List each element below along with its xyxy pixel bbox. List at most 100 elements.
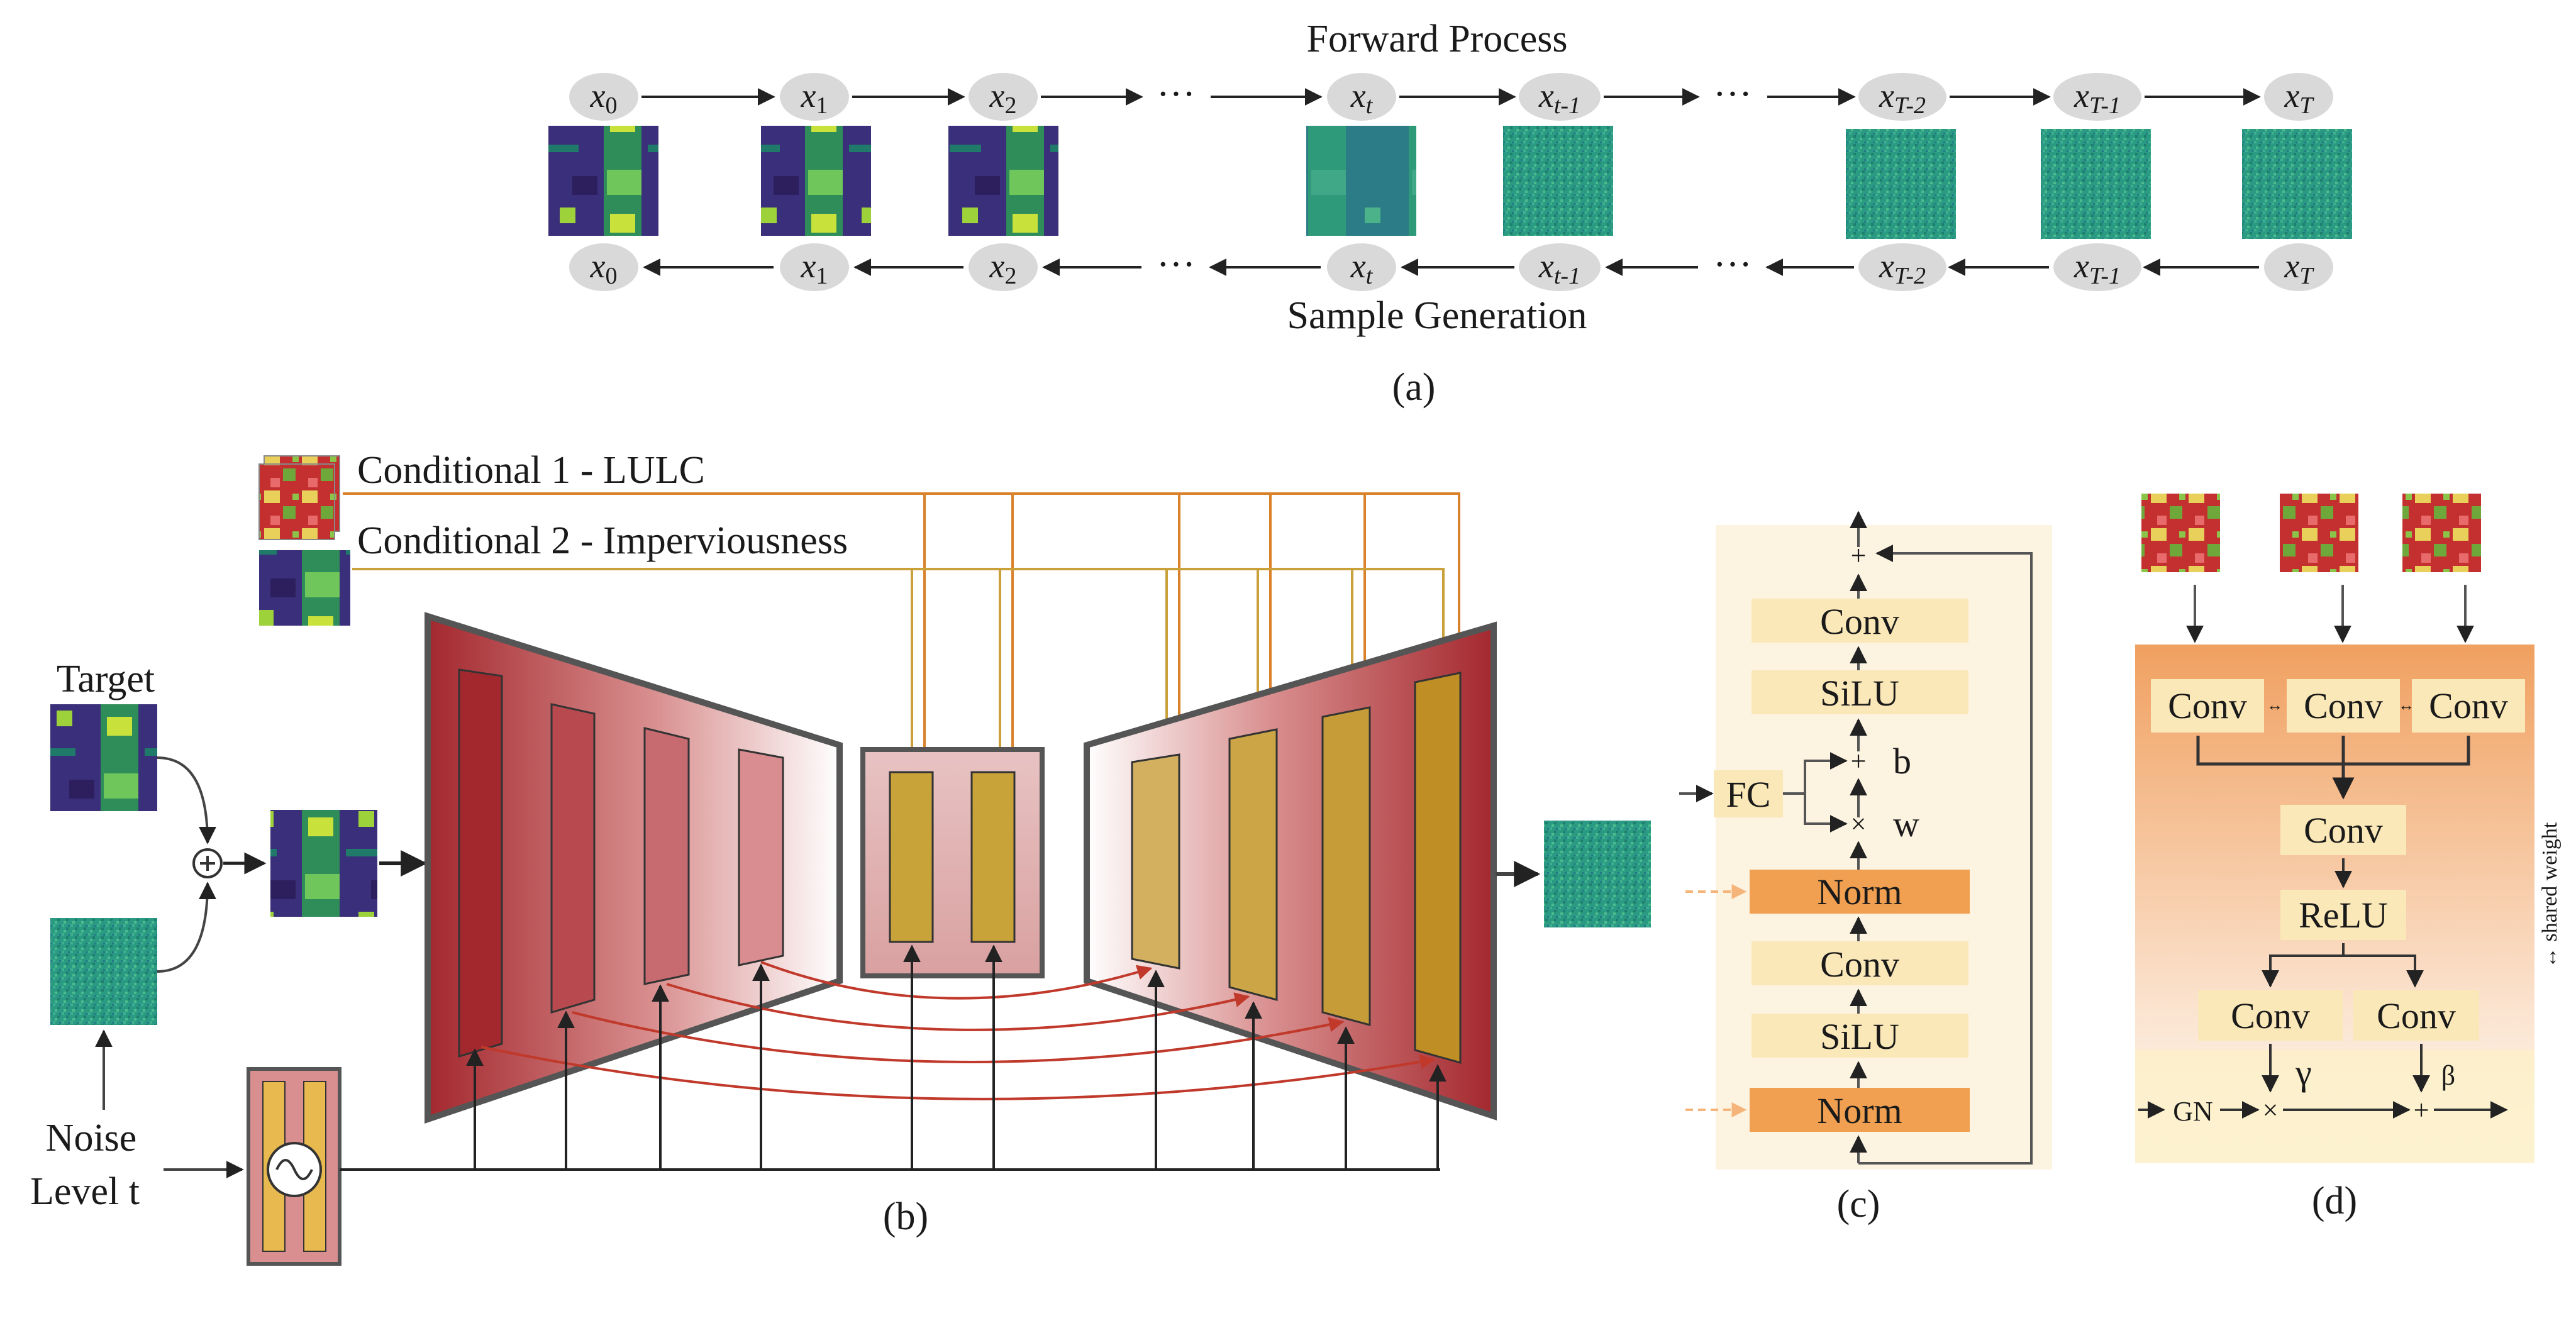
image-xT-1 bbox=[2041, 129, 2151, 239]
noise-image bbox=[50, 918, 157, 1025]
encoder-block bbox=[738, 748, 784, 966]
lulc-input-thumbnail bbox=[2141, 494, 2220, 572]
node-x0-reverse bbox=[569, 243, 638, 291]
node-xT-forward bbox=[2264, 73, 2333, 121]
conv-label: Conv bbox=[2168, 685, 2247, 726]
node-xT-1-forward bbox=[2053, 73, 2141, 121]
node-xT-reverse bbox=[2264, 243, 2333, 291]
node-xT-1-label: xT-1 bbox=[2074, 247, 2121, 289]
conv-block bbox=[1752, 941, 1968, 985]
w-label: w bbox=[1893, 804, 1919, 844]
node-x1-reverse bbox=[780, 243, 849, 291]
image-xT bbox=[2242, 129, 2352, 239]
encoder-block bbox=[550, 703, 596, 1014]
conv-label: Conv bbox=[1820, 601, 1899, 642]
noise-level-label-line2: Level t bbox=[30, 1170, 140, 1213]
conv-label: Conv bbox=[2429, 685, 2508, 726]
panel-a: Forward Process Sample Generation (a) x0… bbox=[548, 18, 2352, 409]
conv-block bbox=[2287, 679, 2400, 733]
decoder-block bbox=[1228, 728, 1278, 1001]
norm-block bbox=[1750, 1088, 1970, 1132]
conv-label: Conv bbox=[2377, 995, 2456, 1036]
caption-a: (a) bbox=[1392, 366, 1436, 409]
caption-c: (c) bbox=[1837, 1183, 1880, 1226]
node-x0-forward bbox=[569, 73, 638, 121]
lulc-thumbnail bbox=[258, 463, 335, 540]
skip-connections bbox=[480, 961, 1436, 1100]
ellipsis: ··· bbox=[1157, 73, 1196, 116]
forward-process-title: Forward Process bbox=[1307, 18, 1568, 60]
ellipsis: ··· bbox=[1713, 73, 1752, 116]
conv-block bbox=[2198, 990, 2343, 1041]
image-xT-2 bbox=[1846, 129, 1956, 239]
node-xt-1-reverse bbox=[1519, 243, 1601, 291]
encoder-block bbox=[458, 668, 503, 1058]
encoder-block bbox=[643, 727, 690, 985]
node-xt-forward bbox=[1327, 73, 1396, 121]
imperviousness-thumbnail bbox=[259, 550, 350, 626]
fc-block bbox=[1714, 770, 1783, 817]
relu-block bbox=[2280, 890, 2406, 940]
shared-weight-label: ↔ shared weight bbox=[2538, 822, 2562, 968]
reverse-chain: x0 x1 x2 xt xt-1 xT-2 xT-1 xT ··· ··· bbox=[569, 243, 2333, 291]
lulc-input-thumbnail bbox=[2402, 494, 2481, 572]
decoder-block bbox=[1131, 753, 1180, 970]
panel-c: + Conv SiLU + b × w FC Norm Conv SiLU No… bbox=[1679, 511, 2052, 1226]
image-xt bbox=[1306, 126, 1416, 236]
bottleneck-block bbox=[889, 771, 934, 943]
decoder-block bbox=[1414, 672, 1462, 1064]
unet-encoder bbox=[425, 612, 843, 1124]
lulc-input-thumbnail bbox=[2280, 494, 2358, 572]
conv-block bbox=[2353, 990, 2479, 1041]
noise-level-label-line1: Noise bbox=[46, 1117, 137, 1159]
ellipsis: ··· bbox=[1157, 243, 1196, 286]
conditional-1-label: Conditional 1 - LULC bbox=[357, 449, 705, 492]
conv-block bbox=[2151, 679, 2264, 733]
node-x2-reverse bbox=[969, 243, 1038, 291]
node-xT-1-reverse bbox=[2053, 243, 2141, 291]
norm-label: Norm bbox=[1817, 872, 1902, 912]
image-xt-1 bbox=[1503, 126, 1613, 236]
gamma-label: γ bbox=[2295, 1052, 2312, 1093]
conv-label: Conv bbox=[2304, 810, 2383, 851]
conv-label: Conv bbox=[2304, 685, 2383, 726]
node-xT-2-reverse bbox=[1858, 243, 1946, 291]
node-x1-forward bbox=[780, 73, 849, 121]
node-x0-label: x0 bbox=[590, 247, 618, 289]
node-xt-1-forward bbox=[1519, 73, 1601, 121]
node-xt-reverse bbox=[1327, 243, 1396, 291]
panel-b: Conditional 1 - LULC Conditional 2 - Imp… bbox=[30, 449, 1651, 1266]
conv-label: Conv bbox=[2231, 995, 2310, 1036]
panel-d: Conv Conv Conv ↔ ↔ Conv ReLU Conv Conv γ… bbox=[2135, 494, 2562, 1222]
conv-block bbox=[2280, 805, 2406, 855]
b-label: b bbox=[1893, 741, 1911, 782]
forward-chain: x0 x1 x2 xt xt-1 xT-2 xT-1 xT ··· ··· bbox=[569, 73, 2333, 121]
silu-block bbox=[1752, 670, 1968, 714]
sample-generation-title: Sample Generation bbox=[1287, 294, 1587, 337]
norm-label: Norm bbox=[1817, 1090, 1902, 1131]
caption-d: (d) bbox=[2312, 1180, 2357, 1222]
target-label: Target bbox=[57, 658, 155, 700]
silu-block bbox=[1752, 1014, 1968, 1058]
add-op: + bbox=[2414, 1095, 2429, 1126]
gn-label: GN bbox=[2173, 1096, 2213, 1127]
relu-label: ReLU bbox=[2299, 895, 2388, 936]
silu-label: SiLU bbox=[1820, 673, 1899, 714]
conditional-2-label: Conditional 2 - Imperviousness bbox=[357, 519, 848, 562]
conv-block bbox=[1752, 599, 1968, 643]
output-image bbox=[1544, 821, 1651, 927]
conv-block bbox=[2412, 679, 2525, 733]
unet-decoder bbox=[1084, 621, 1497, 1120]
noisy-input-image bbox=[270, 810, 377, 917]
norm-block bbox=[1750, 870, 1970, 914]
bottleneck-block bbox=[970, 771, 1016, 943]
image-x1 bbox=[761, 126, 871, 236]
node-xT-2-forward bbox=[1858, 73, 1946, 121]
fc-label: FC bbox=[1726, 774, 1771, 815]
image-x2 bbox=[948, 126, 1058, 236]
multiply-op: × bbox=[2263, 1095, 2279, 1126]
shared-weight-icon: ↔ bbox=[2267, 696, 2283, 714]
time-embedding-feeds bbox=[466, 944, 1446, 1170]
target-image bbox=[50, 704, 157, 811]
